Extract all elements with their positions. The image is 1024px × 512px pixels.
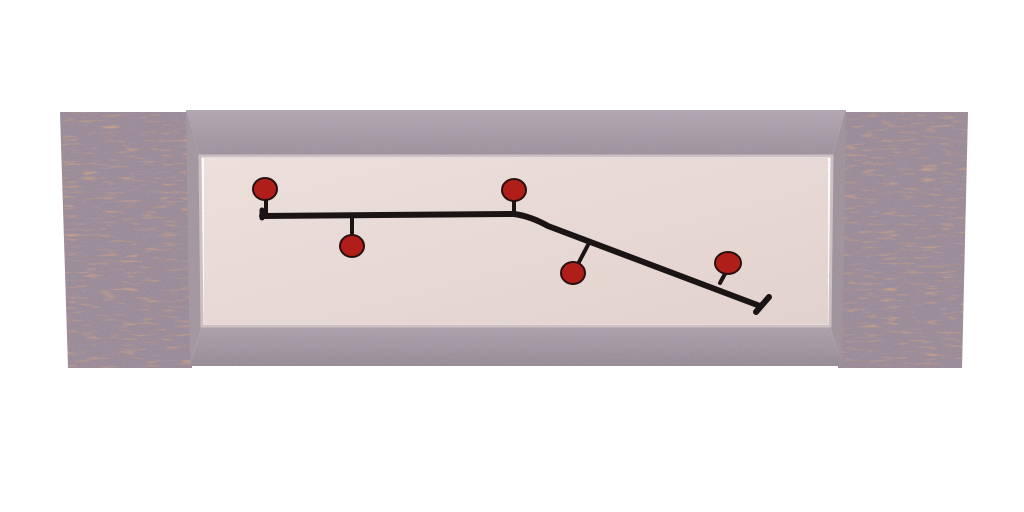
station-dot xyxy=(252,177,278,201)
station-dot xyxy=(339,234,365,258)
route-end-cap xyxy=(753,294,772,315)
left-rusted-post xyxy=(60,112,192,368)
right-rusted-post xyxy=(838,112,968,368)
station-markers xyxy=(252,177,742,285)
station-dot xyxy=(501,178,527,202)
station-stem xyxy=(576,241,591,266)
station-dot xyxy=(714,251,742,275)
station-dot xyxy=(560,261,586,285)
